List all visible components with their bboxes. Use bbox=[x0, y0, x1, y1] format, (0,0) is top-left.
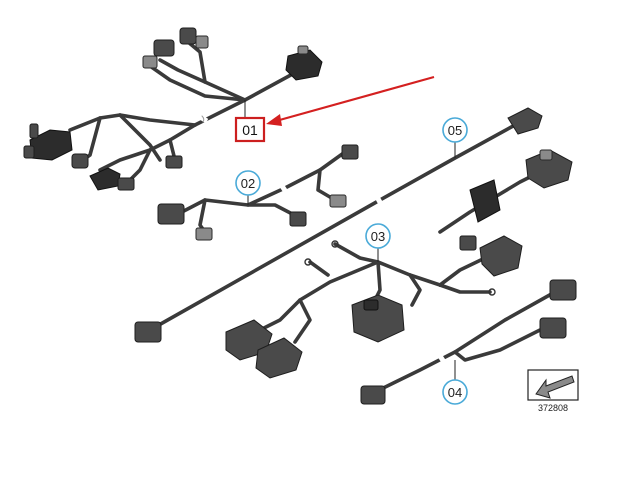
connector-icon bbox=[341, 144, 359, 160]
view-direction-symbol bbox=[527, 369, 579, 401]
connector-icon bbox=[459, 235, 477, 251]
connector-icon bbox=[153, 39, 175, 57]
callout-02[interactable]: 02 bbox=[235, 170, 261, 196]
ring-terminal-icon bbox=[488, 288, 496, 296]
callout-05-label: 05 bbox=[448, 123, 462, 138]
connector-icon bbox=[479, 235, 523, 277]
ring-terminal-icon bbox=[304, 258, 312, 266]
connector-icon bbox=[142, 55, 158, 69]
connector-icon bbox=[117, 177, 135, 191]
connector-icon bbox=[297, 45, 309, 55]
callout-03[interactable]: 03 bbox=[365, 223, 391, 249]
reference-number: 372808 bbox=[538, 403, 568, 413]
pointer-arrow bbox=[266, 75, 435, 126]
connector-icon bbox=[134, 321, 162, 343]
grommet-harness bbox=[438, 149, 573, 234]
sensor-connector-icon bbox=[285, 49, 323, 81]
connector-icon bbox=[23, 145, 35, 159]
connector-icon bbox=[71, 153, 89, 169]
harness-04 bbox=[360, 279, 577, 405]
connector-icon bbox=[549, 279, 577, 301]
callout-04[interactable]: 04 bbox=[442, 379, 468, 405]
ring-terminal-icon bbox=[331, 240, 339, 248]
connector-icon bbox=[179, 27, 197, 45]
connector-icon bbox=[255, 337, 303, 379]
connector-icon bbox=[539, 317, 567, 339]
grommet-icon bbox=[469, 179, 501, 223]
connector-icon bbox=[360, 385, 386, 405]
connector-icon bbox=[507, 107, 543, 135]
connector-icon bbox=[363, 299, 379, 311]
connector-icon bbox=[157, 203, 185, 225]
connector-icon bbox=[165, 155, 183, 169]
callout-03-label: 03 bbox=[371, 229, 385, 244]
harness-03 bbox=[225, 235, 523, 379]
arrow-down-left-icon bbox=[535, 375, 575, 399]
connector-icon bbox=[195, 227, 213, 241]
connector-icon bbox=[539, 149, 553, 161]
connector-icon bbox=[29, 123, 39, 139]
callout-01[interactable]: 01 bbox=[234, 116, 266, 143]
callout-05[interactable]: 05 bbox=[442, 117, 468, 143]
callout-01-label: 01 bbox=[242, 122, 258, 138]
connector-icon bbox=[329, 194, 347, 208]
connector-icon bbox=[89, 167, 121, 191]
connector-icon bbox=[289, 211, 307, 227]
harness-02 bbox=[157, 144, 359, 241]
callout-02-label: 02 bbox=[241, 176, 255, 191]
callout-04-label: 04 bbox=[448, 385, 462, 400]
connector-icon bbox=[195, 35, 209, 49]
harness-01 bbox=[23, 27, 323, 191]
harness-05 bbox=[134, 107, 543, 343]
